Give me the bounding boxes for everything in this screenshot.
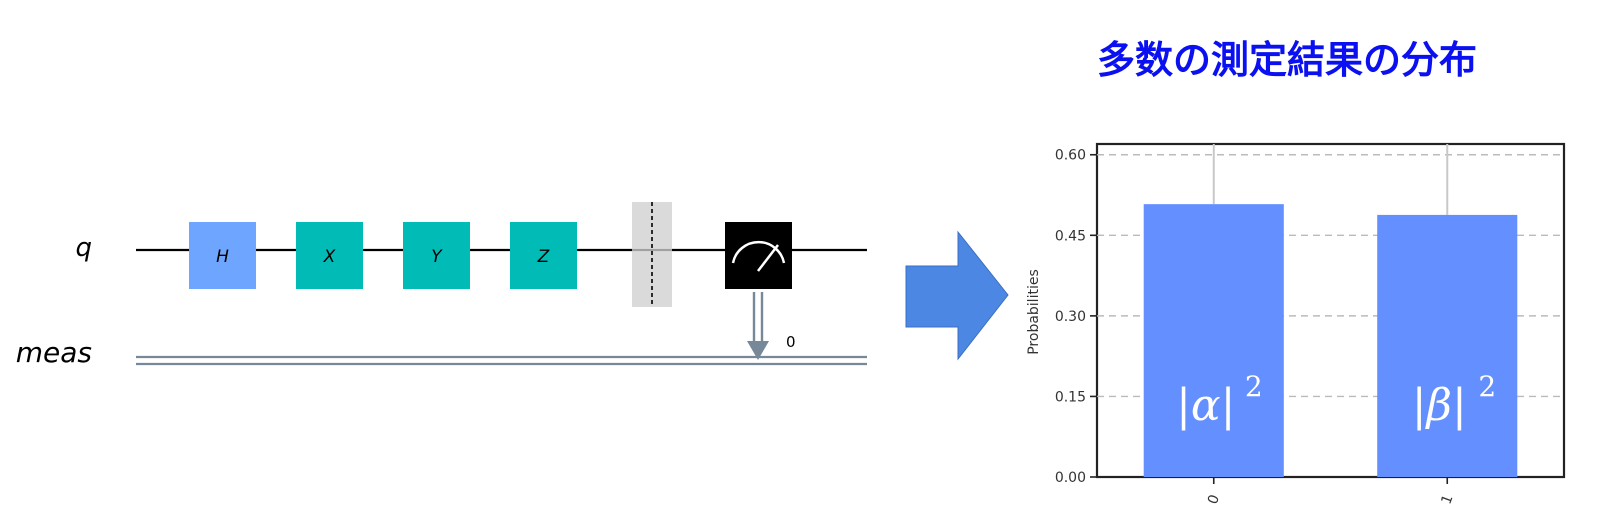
measure-bit-label: 0 [786,333,796,351]
y-tick-label: 0.30 [1055,309,1086,325]
gate-y-label: Y [431,247,443,267]
measure-gate [725,222,792,289]
y-tick-label: 0.60 [1055,148,1086,164]
bar-0 [1143,204,1284,477]
gate-x: X [296,222,363,289]
bars: |α| 2 |β| 2 [1143,144,1518,477]
gate-z-label: Z [537,247,550,267]
barrier [632,202,672,307]
quantum-circuit: q meas H X Y Z [16,202,867,369]
y-axis-label: Probabilities [1026,269,1042,355]
plot-frame [1095,142,1566,479]
bar-label: |β| 2 [1412,370,1496,431]
classical-wire-label: meas [16,336,92,369]
bar-label-exponent: 2 [1245,370,1263,403]
gate-z: Z [510,222,577,289]
measure-arrow [747,292,769,360]
classical-wire [136,355,867,366]
y-tick-label: 0.15 [1055,389,1086,405]
gate-y: Y [403,222,470,289]
bar-label-base: |β| [1412,380,1467,431]
x-tick-label: 1 [1438,493,1456,507]
gate-h: H [189,222,256,289]
right-arrow-icon [905,230,1009,361]
y-ticks: 0.00 0.15 0.30 0.45 0.60 [1055,148,1097,486]
bar-label: |α| 2 [1176,370,1263,431]
quantum-wire-label: q [75,233,92,263]
figure-title: 多数の測定結果の分布 [1097,38,1477,82]
y-tick-label: 0.00 [1055,470,1086,486]
gate-h-label: H [216,247,229,267]
bar-label-base: |α| [1176,380,1235,431]
y-tick-label: 0.45 [1055,228,1086,244]
x-tick-label: 0 [1205,493,1223,507]
gate-x-label: X [323,247,336,267]
meter-icon [731,240,786,264]
bar-1 [1377,214,1518,477]
bar-label-exponent: 2 [1478,370,1496,403]
